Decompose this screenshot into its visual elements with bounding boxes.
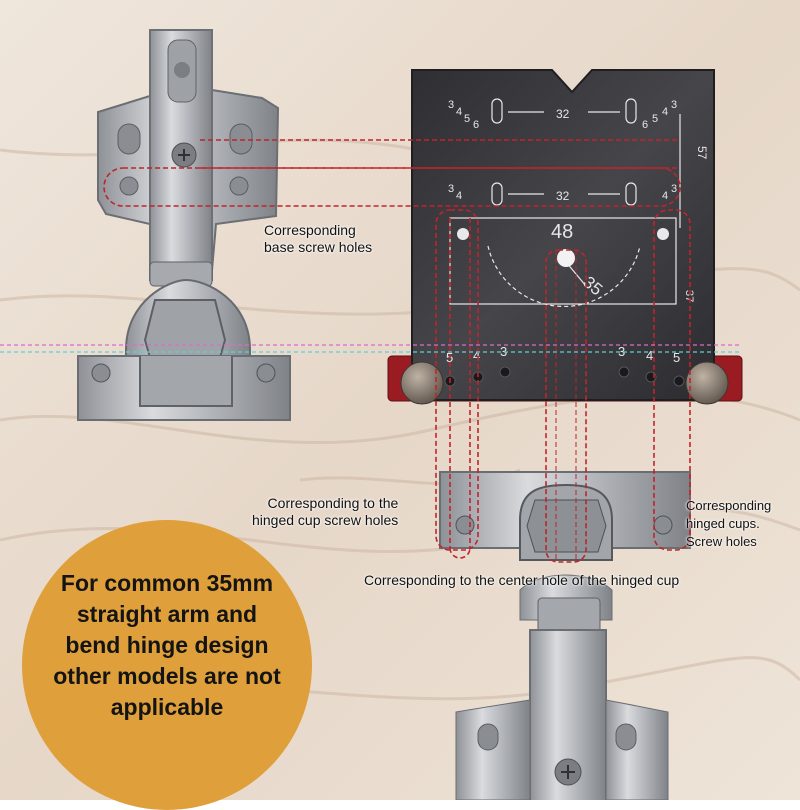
jig-knob-right — [685, 361, 729, 405]
jig-row-spacing-top: 32 — [556, 107, 570, 121]
jig-knob-left — [400, 361, 444, 405]
jig-edge-left-4: 4 — [473, 348, 480, 363]
jig-scale-top-left-3: 3 — [448, 99, 454, 111]
jig-edge-right-5: 5 — [673, 350, 680, 365]
jig-row-spacing-middle: 32 — [556, 189, 570, 203]
label-cup-screw-holes-left: Corresponding to the hinged cup screw ho… — [252, 495, 399, 528]
jig-scale-mid-left-3: 3 — [448, 183, 454, 195]
jig-edge-right-4: 4 — [646, 348, 653, 363]
info-badge-text: For common 35mm straight arm and bend hi… — [53, 570, 281, 720]
guide-lines — [103, 139, 691, 563]
jig-scale-top-left-5: 5 — [464, 113, 470, 125]
label-base-screw-holes: Corresponding base screw holes — [264, 222, 373, 255]
jig-scale-top-left-6: 6 — [473, 119, 479, 131]
jig-vertical-offset: 57 — [695, 146, 709, 160]
jig-cup-spacing: 48 — [551, 221, 573, 243]
jig-scale-mid-right-4: 4 — [662, 190, 668, 202]
jig-plate — [411, 69, 715, 401]
label-center-hole: Corresponding to the center hole of the … — [364, 572, 680, 588]
label-cup-screw-holes-right: Corresponding hinged cups. Screw holes — [686, 498, 772, 549]
jig-scale-mid-left-4: 4 — [456, 190, 462, 202]
jig-scale-mid-right-3: 3 — [671, 183, 677, 195]
jig-scale-top-right-3: 3 — [671, 99, 677, 111]
jig-scale-top-left-4: 4 — [456, 106, 462, 118]
jig-scale-top-right-5: 5 — [652, 113, 658, 125]
jig-edge-right-3: 3 — [618, 344, 625, 359]
info-badge — [22, 520, 312, 810]
hinge-top — [77, 29, 291, 421]
jig-scale-top-right-4: 4 — [662, 106, 668, 118]
jig-scale-top-right-6: 6 — [642, 119, 648, 131]
drilling-jig: 32 32 3 4 5 6 6 5 4 3 3 4 4 3 57 48 35 3… — [387, 69, 743, 405]
jig-edge-left-3: 3 — [500, 344, 507, 359]
guide-lines-light — [0, 344, 740, 353]
hinge-bottom — [439, 471, 691, 800]
jig-cup-edge-offset: 37 — [683, 290, 695, 302]
